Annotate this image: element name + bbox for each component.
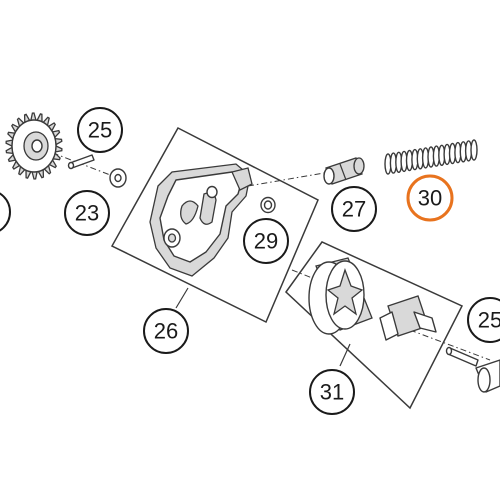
callout-label: 23 bbox=[75, 201, 99, 226]
callout-29[interactable]: 29 bbox=[243, 218, 289, 264]
callout-30-highlighted[interactable]: 30 bbox=[406, 174, 454, 222]
callout-label: 26 bbox=[154, 319, 178, 344]
compression-spring bbox=[384, 139, 478, 175]
frame-26 bbox=[110, 127, 319, 324]
highlight-ring bbox=[406, 174, 454, 222]
callout-25-right[interactable]: 25 bbox=[467, 297, 500, 343]
small-o-ring bbox=[260, 196, 276, 214]
callout-label: 25 bbox=[478, 308, 500, 333]
callout-23[interactable]: 23 bbox=[64, 190, 110, 236]
pump-housing bbox=[149, 163, 253, 277]
callout-label: 29 bbox=[254, 229, 278, 254]
pump-shaft bbox=[475, 359, 500, 393]
callout-24-partial[interactable]: 24 bbox=[0, 190, 11, 234]
washer bbox=[109, 168, 127, 188]
frame-31 bbox=[285, 241, 464, 410]
valve-piston bbox=[323, 157, 365, 185]
callout-label: 27 bbox=[342, 197, 366, 222]
sprocket-gear bbox=[5, 112, 63, 180]
callout-label: 30 bbox=[418, 186, 442, 211]
callout-label: 25 bbox=[88, 118, 112, 143]
pump-rotor-set bbox=[308, 257, 437, 341]
pin bbox=[67, 154, 95, 170]
callout-31[interactable]: 31 bbox=[309, 369, 355, 415]
callout-27[interactable]: 27 bbox=[331, 186, 377, 232]
spring-coil bbox=[470, 139, 478, 161]
callout-label: 31 bbox=[320, 380, 344, 405]
callout-25-top[interactable]: 25 bbox=[77, 107, 123, 153]
pin-right bbox=[445, 346, 479, 367]
callout-26[interactable]: 26 bbox=[143, 308, 189, 354]
